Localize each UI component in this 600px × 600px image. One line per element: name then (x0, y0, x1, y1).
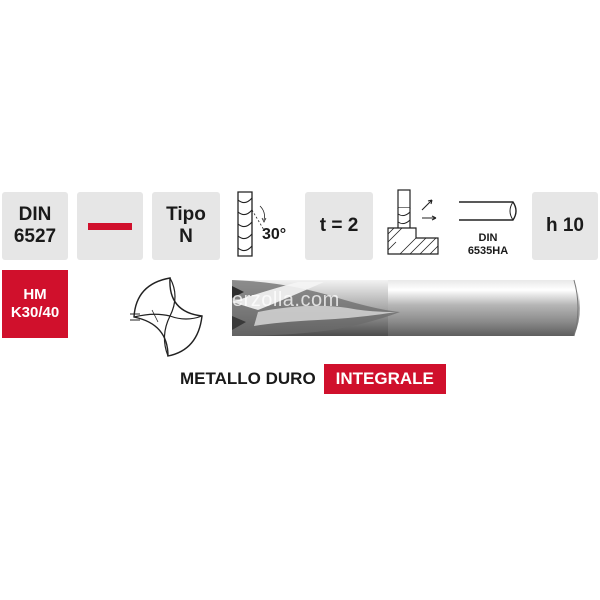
watermark-text: erzolla.com (232, 289, 340, 311)
din-standard-tile: DIN 6527 (2, 192, 68, 260)
milling-direction-tile (382, 188, 446, 262)
caption: METALLO DURO INTEGRALE (180, 364, 446, 394)
teeth-tile: t = 2 (305, 192, 373, 260)
tipo-tile: Tipo N (152, 192, 220, 260)
cylindrical-shank-icon (459, 201, 517, 221)
tipo-label: Tipo (166, 204, 206, 225)
cutter-cross-section-icon (130, 277, 203, 357)
material-badge: HM K30/40 (2, 270, 68, 338)
integrale-badge: INTEGRALE (323, 364, 446, 394)
din-label: DIN (18, 204, 52, 225)
shank-din-label: DIN (478, 232, 498, 244)
helix-angle-tile: 30° (228, 188, 298, 264)
end-milling-icon (387, 189, 439, 255)
end-mill-image (232, 279, 580, 337)
tipo-value: N (179, 226, 193, 247)
drill-helix-icon (237, 191, 267, 257)
helix-angle-value: 30° (262, 226, 287, 243)
caption-text: METALLO DURO (180, 369, 316, 388)
shank-din-number: 6535HA (467, 245, 509, 257)
tolerance-value: h 10 (545, 215, 585, 236)
material-class: K30/40 (10, 304, 60, 321)
shank-din-tile: DIN 6535HA (455, 188, 525, 264)
material-grade: HM (23, 286, 47, 303)
tolerance-tile: h 10 (532, 192, 598, 260)
red-dash-icon (88, 222, 132, 230)
dash-tile (77, 192, 143, 260)
teeth-count: t = 2 (319, 215, 359, 236)
din-number: 6527 (13, 226, 57, 247)
